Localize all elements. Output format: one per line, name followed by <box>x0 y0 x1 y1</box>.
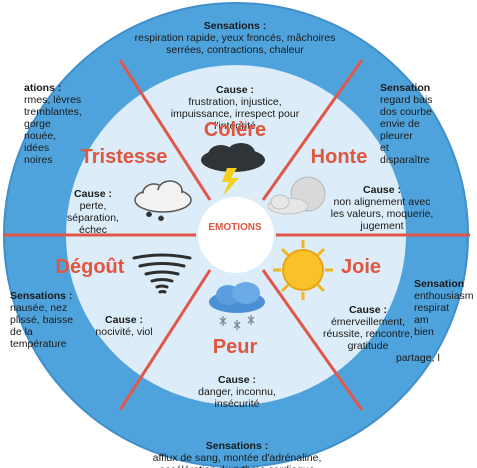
degout-sensations-text: nausée, nez plissé, baisse de la tempéra… <box>10 302 74 350</box>
degout-sensations-title: Sensations : <box>10 290 73 302</box>
joie-extra: partage, l <box>396 352 440 364</box>
degout-cause-title: Cause : <box>105 314 143 326</box>
colere-cause-title: Cause : <box>216 84 254 96</box>
center-circle <box>198 197 274 273</box>
colere-sensations: Sensations : respiration rapide, yeux fr… <box>130 8 340 56</box>
joie-cause-title: Cause : <box>349 304 387 316</box>
peur-cause-title: Cause : <box>218 374 256 386</box>
joie-sensations-text: enthousiasm respirat am bien <box>414 290 474 338</box>
tristesse-label: Tristesse <box>80 146 168 168</box>
tornado-icon <box>132 253 192 294</box>
tristesse-sensations-text: rmes, lèvres tremblantes, gorge nouée, i… <box>24 94 82 166</box>
honte-cause-title: Cause : <box>363 184 401 196</box>
joie-cause: Cause : émerveillement, réussite, rencon… <box>320 292 416 352</box>
tristesse-sensations: ations : rmes, lèvres tremblantes, gorge… <box>24 70 114 166</box>
honte-sensations-title: Sensation <box>380 82 431 94</box>
storm-cloud-icon <box>201 143 265 196</box>
colere-sensations-title: Sensations : <box>203 20 267 32</box>
honte-cause: Cause : non alignement avec les valeurs,… <box>326 172 438 232</box>
tristesse-cause-text: perte, séparation, échec <box>67 200 119 236</box>
degout-label: Dégoût <box>55 256 125 278</box>
tristesse-sensations-title: ations : <box>24 82 62 94</box>
peur-cause: Cause : danger, inconnu, insécurité <box>196 362 278 410</box>
joie-sensations: Sensation enthousiasm respirat am bien <box>414 266 477 338</box>
peur-cause-text: danger, inconnu, insécurité <box>198 386 276 410</box>
honte-label: Honte <box>310 146 368 168</box>
honte-sensations-text: regard bais dos courbe envie de pleurer … <box>380 94 433 166</box>
colere-label: Colère <box>203 119 267 141</box>
degout-cause: Cause : nocivité, viol <box>94 302 154 338</box>
sun-icon <box>273 240 333 300</box>
moon-cloud-icon <box>267 176 326 215</box>
honte-cause-text: non alignement avec les valeurs, moqueri… <box>330 196 434 232</box>
colere-cause-text: frustration, injustice, impuissance, irr… <box>170 96 300 132</box>
degout-sensations: Sensations : nausée, nez plissé, baisse … <box>10 278 80 350</box>
colere-sensations-text: respiration rapide, yeux froncés, mâchoi… <box>134 32 336 56</box>
degout-cause-text: nocivité, viol <box>95 326 153 338</box>
peur-label: Peur <box>212 336 258 358</box>
joie-label: Joie <box>340 256 382 278</box>
peur-sensations-text: afflux de sang, montée d'adrénaline, acc… <box>152 452 322 468</box>
tristesse-cause-title: Cause : <box>74 188 112 200</box>
snow-cloud-icon <box>209 282 265 330</box>
center-label: EMOTIONS <box>208 222 262 233</box>
joie-cause-text: émerveillement, réussite, rencontre, gra… <box>323 316 413 352</box>
honte-sensations: Sensation regard bais dos courbe envie d… <box>380 70 450 166</box>
tristesse-cause: Cause : perte, séparation, échec <box>58 176 128 236</box>
divider-lines <box>4 59 470 411</box>
colere-cause: Cause : frustration, injustice, impuissa… <box>170 72 300 132</box>
joie-sensations-title: Sensation <box>414 278 465 290</box>
rain-cloud-icon <box>134 180 192 221</box>
peur-sensations: Sensations : afflux de sang, montée d'ad… <box>130 428 344 468</box>
peur-sensations-title: Sensations : <box>205 440 269 452</box>
